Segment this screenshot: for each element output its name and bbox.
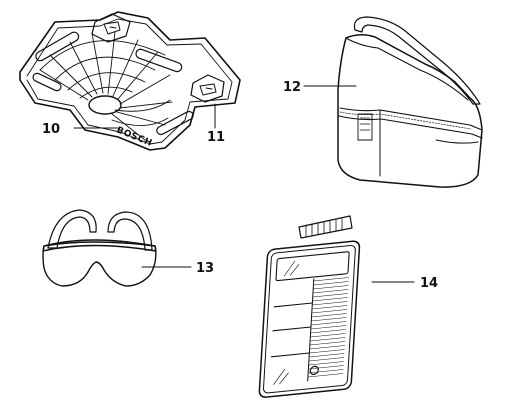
callout-11-label: 11 [207, 130, 225, 145]
target-plate-logo-right [190, 74, 225, 103]
target-plate-angle-scale [39, 31, 173, 141]
callout-14: 14 [371, 276, 438, 291]
target-plate-brand-marking: BOSCH [115, 126, 154, 149]
callout-12: 12 [283, 80, 357, 95]
callout-10-label: 10 [42, 122, 60, 137]
callout-12-label: 12 [283, 80, 301, 95]
callout-13-label: 13 [196, 261, 214, 276]
callout-14-label: 14 [420, 276, 438, 291]
target-card-grid [270, 277, 349, 385]
callout-10: 10 [42, 122, 119, 137]
target-plate-logo-top [91, 13, 131, 43]
callout-11: 11 [207, 103, 225, 145]
laser-target-card [258, 215, 361, 398]
carrying-pouch [337, 16, 483, 188]
callout-13: 13 [141, 261, 214, 276]
target-plate-slot [32, 31, 194, 136]
laser-viewing-glasses [42, 209, 157, 287]
